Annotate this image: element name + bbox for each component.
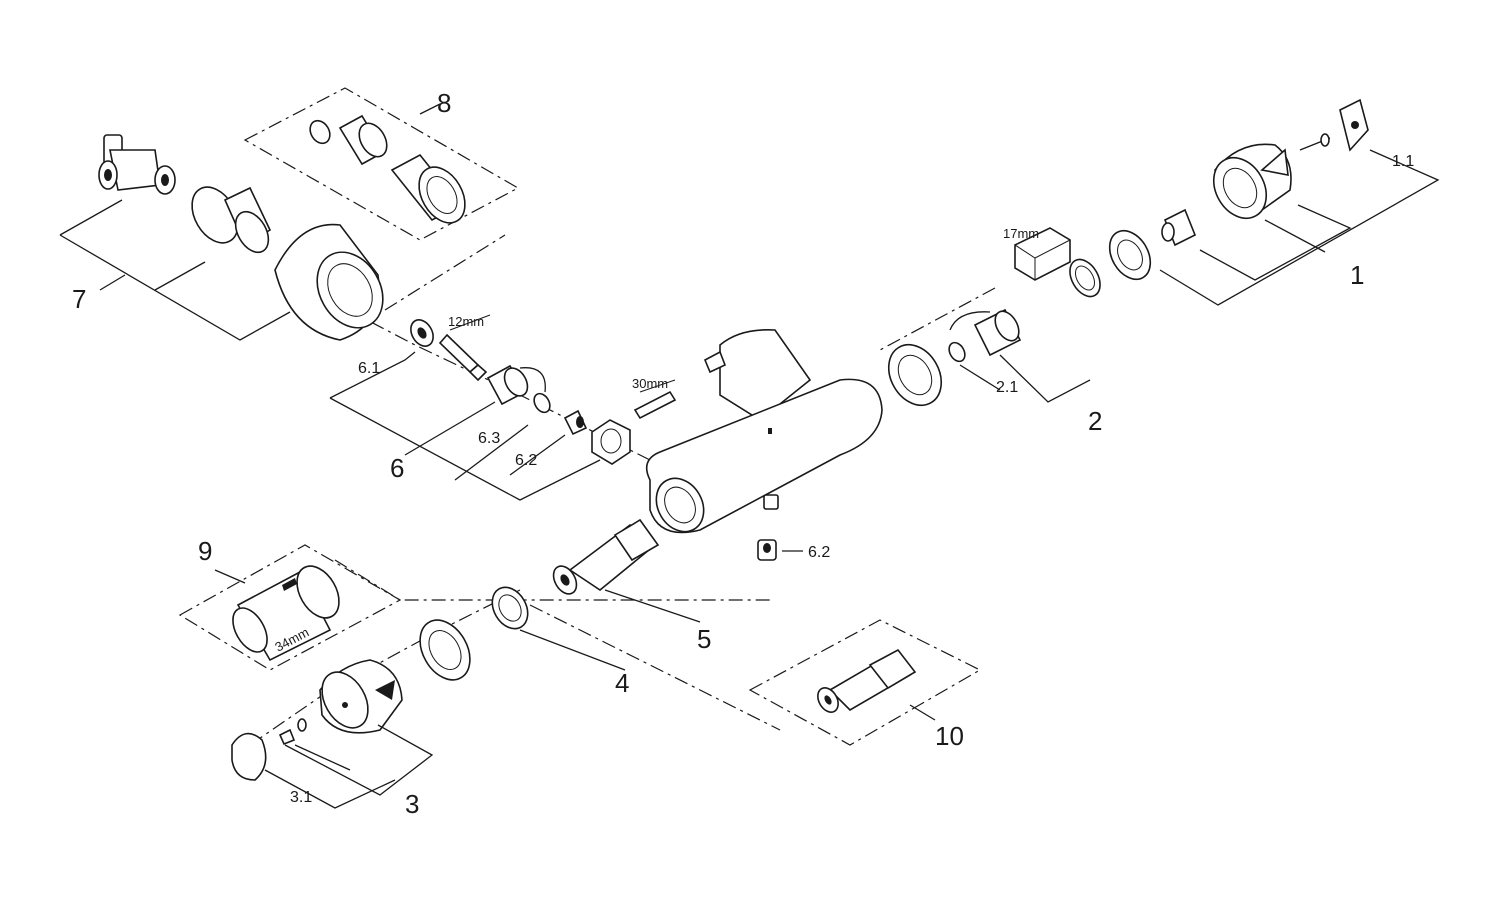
callout-6-2b: 6.2 bbox=[808, 544, 830, 561]
o-ring-6-3 bbox=[533, 392, 551, 414]
filter-6-2-lower bbox=[757, 539, 803, 561]
callout-3-1: 3.1 bbox=[290, 789, 312, 806]
callout-3: 3 bbox=[405, 789, 419, 819]
callout-6: 6 bbox=[390, 453, 404, 483]
spline-adapter bbox=[1108, 229, 1152, 281]
callout-8: 8 bbox=[437, 88, 451, 118]
o-ring-2-1 bbox=[948, 341, 966, 363]
screw-1-1 bbox=[1299, 133, 1331, 151]
handle-cap-3 bbox=[319, 659, 403, 734]
tool-34mm bbox=[232, 565, 340, 662]
kit-box-10 bbox=[748, 619, 982, 746]
filter-6-2 bbox=[563, 409, 588, 436]
washer-3 bbox=[297, 718, 307, 732]
callout-10: 10 bbox=[935, 721, 964, 751]
callout-6-1: 6.1 bbox=[358, 360, 380, 377]
callout-6-2: 6.2 bbox=[515, 452, 537, 469]
callout-9: 9 bbox=[198, 536, 212, 566]
nut-ring bbox=[1069, 258, 1101, 298]
group-7-fittings bbox=[59, 134, 384, 341]
nipple-fitting bbox=[486, 364, 546, 406]
wrench-17mm bbox=[1014, 227, 1071, 281]
cover-cap bbox=[274, 223, 384, 341]
group-6-parts: 12mm 30mm bbox=[329, 314, 677, 501]
extension-piece bbox=[1161, 208, 1197, 247]
group-5-cartridge bbox=[552, 518, 701, 623]
callout-1: 1 bbox=[1350, 260, 1364, 290]
adapter-ring bbox=[191, 186, 272, 254]
group-1-handle bbox=[1069, 98, 1440, 306]
t-fitting bbox=[98, 134, 176, 195]
kit-8-sleeve bbox=[338, 114, 388, 166]
cartridge-2 bbox=[949, 308, 1022, 357]
thermostat-body bbox=[645, 328, 883, 534]
ring-3 bbox=[419, 619, 471, 681]
callout-5: 5 bbox=[697, 624, 711, 654]
hex-key-12mm bbox=[438, 314, 491, 382]
callout-1-1: 1.1 bbox=[1392, 153, 1414, 170]
screw-3 bbox=[278, 728, 296, 746]
callout-2: 2 bbox=[1088, 406, 1102, 436]
callout-6-3: 6.3 bbox=[478, 430, 500, 447]
label-12mm: 12mm bbox=[448, 314, 484, 329]
label-30mm: 30mm bbox=[632, 376, 668, 391]
label-17mm: 17mm bbox=[1003, 226, 1039, 241]
cap-3-1 bbox=[231, 732, 267, 781]
callout-2-1: 2.1 bbox=[996, 379, 1018, 396]
kit-8-cap bbox=[390, 153, 466, 224]
cap-1-1 bbox=[1339, 98, 1369, 152]
ring-2 bbox=[887, 344, 943, 406]
handle-cap-1 bbox=[1212, 143, 1292, 219]
kit-box-8 bbox=[243, 87, 520, 241]
group-3-handle bbox=[231, 619, 471, 809]
union-nut bbox=[591, 419, 631, 465]
kit-10-cartridge bbox=[817, 648, 917, 713]
group-4-ring bbox=[491, 586, 626, 671]
group-2-parts bbox=[887, 308, 1091, 406]
kit-box-9 bbox=[178, 544, 402, 671]
callout-7: 7 bbox=[72, 284, 86, 314]
tool-30mm bbox=[633, 379, 677, 420]
callout-4: 4 bbox=[615, 668, 629, 698]
